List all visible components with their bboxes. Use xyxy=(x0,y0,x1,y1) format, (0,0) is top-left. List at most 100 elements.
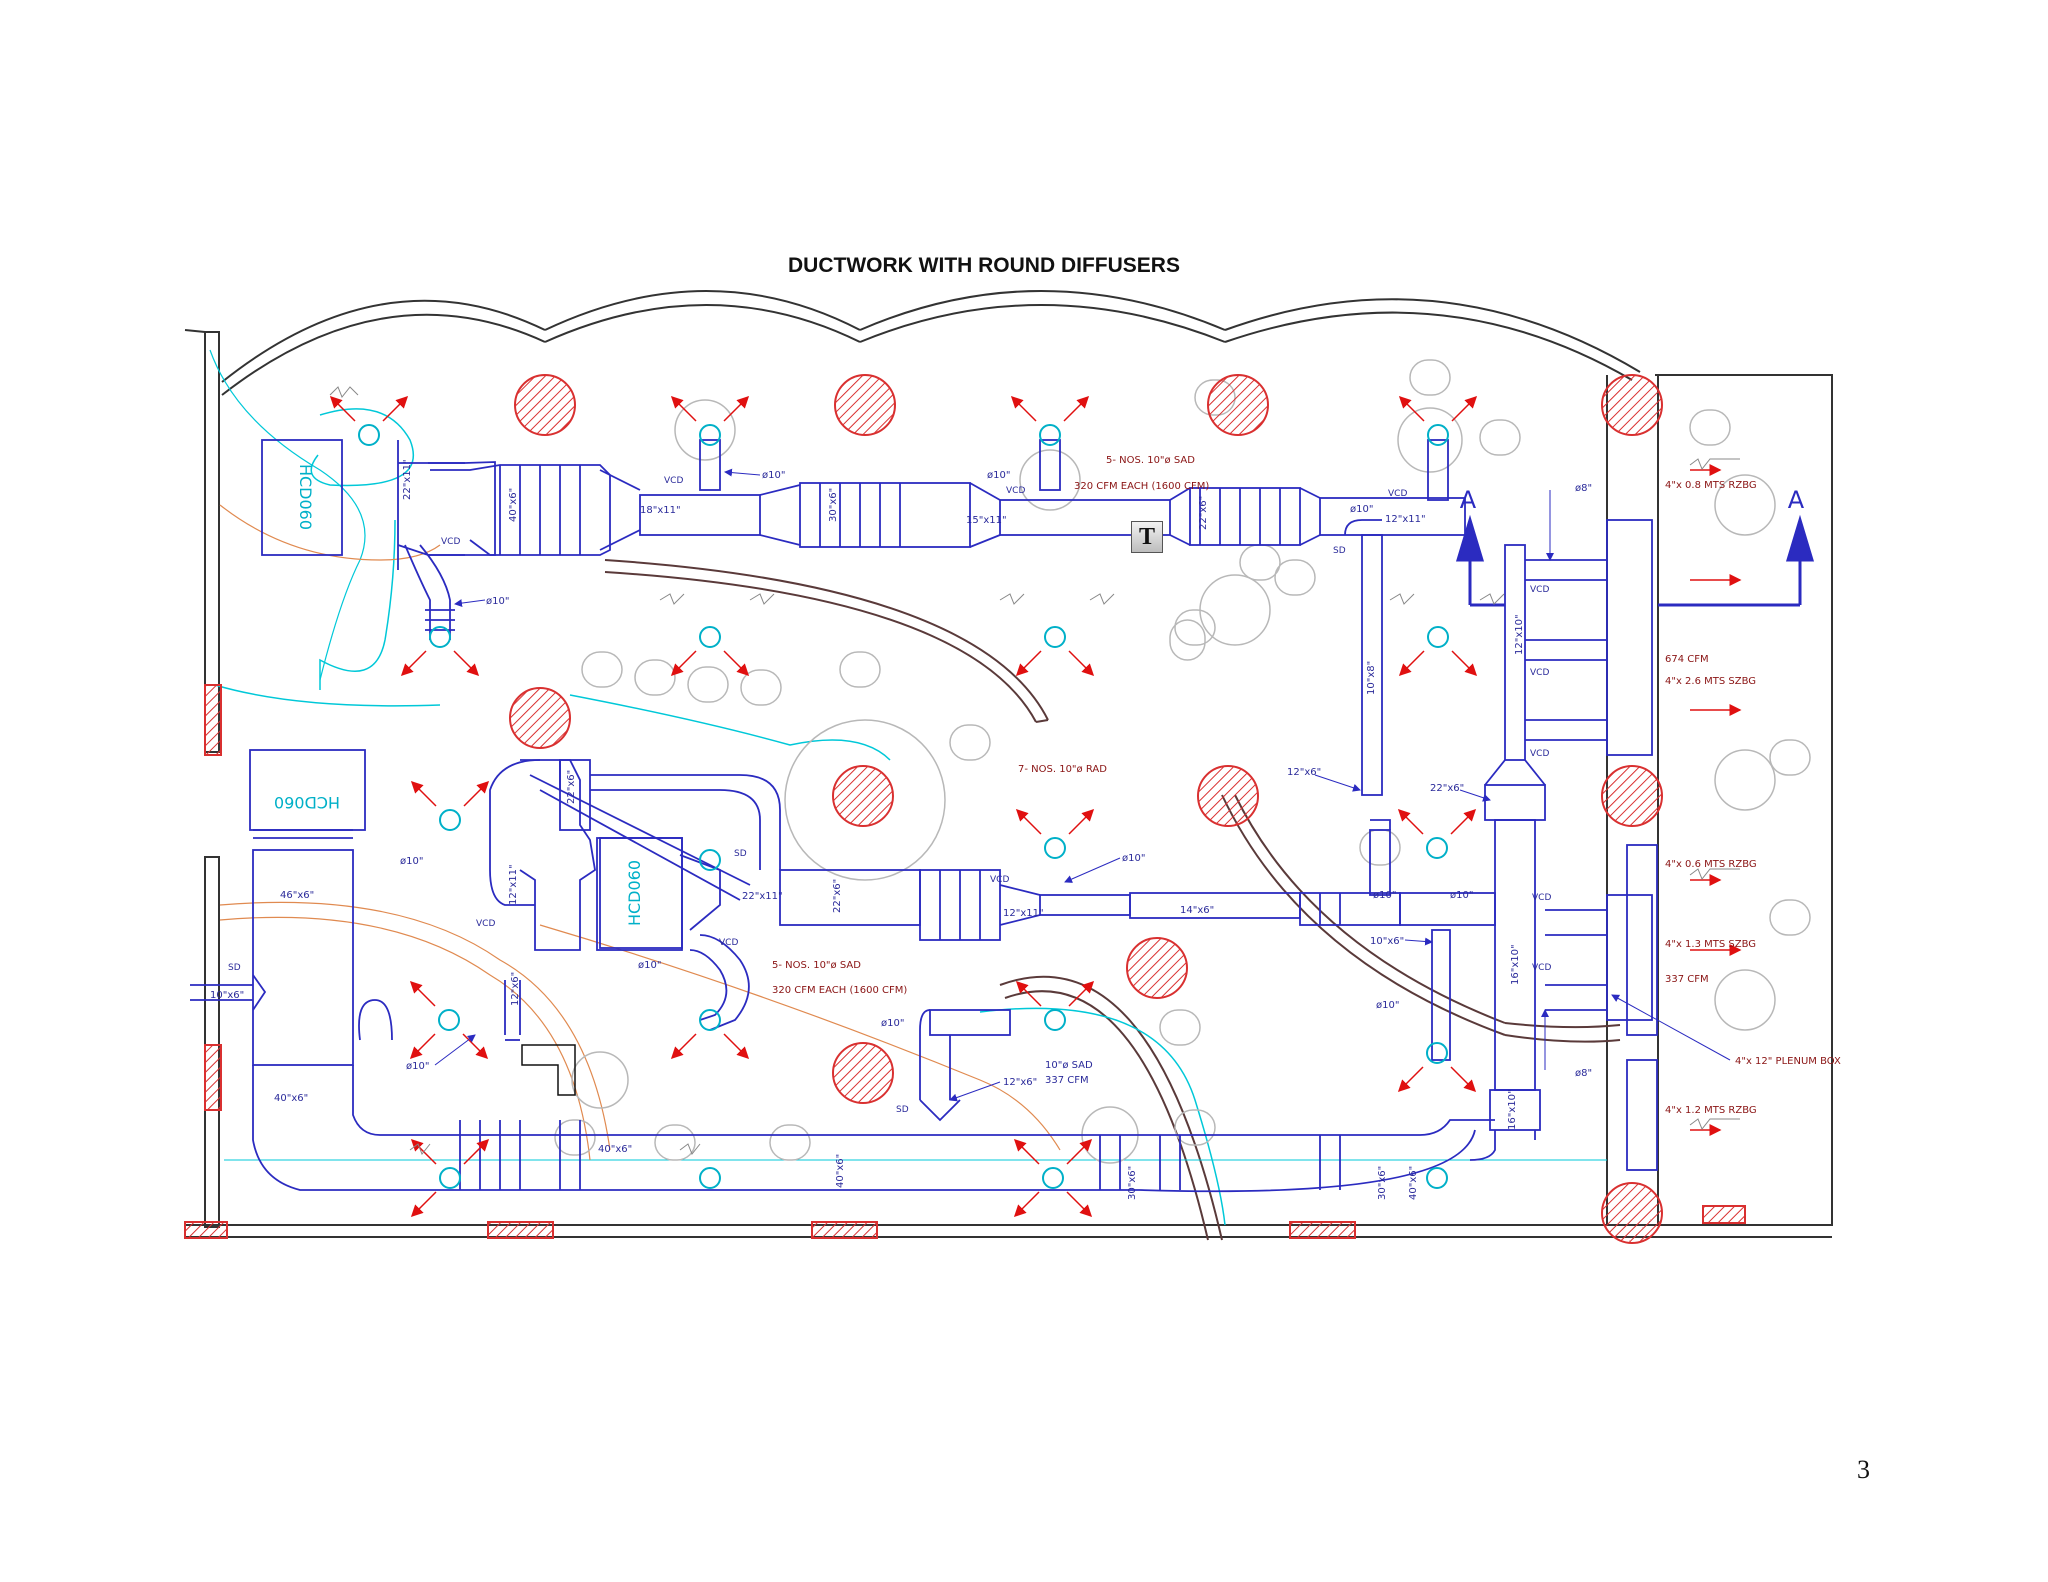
note-label: 7- NOS. 10"ø RAD xyxy=(1018,764,1107,775)
wall-column xyxy=(204,1044,222,1111)
round-diffuser xyxy=(1044,837,1066,859)
duct-size-label: 12"x11" xyxy=(1385,514,1426,525)
unit-label: HCD060 xyxy=(625,860,644,926)
ductwork xyxy=(190,439,1658,1193)
wall-column xyxy=(184,1221,228,1239)
round-diffuser xyxy=(699,424,721,446)
duct-size-label: 40"x6" xyxy=(1408,1166,1419,1200)
column xyxy=(1197,765,1259,827)
wall-column xyxy=(204,684,222,756)
round-diffuser xyxy=(438,1009,460,1031)
duct-size-label: 12"x11" xyxy=(1003,908,1044,919)
duct-size-label: 12"x6" xyxy=(1287,767,1321,778)
sd-label: SD xyxy=(1333,546,1346,556)
round-diffuser xyxy=(1044,626,1066,648)
wall-column xyxy=(1702,1205,1746,1224)
diameter-label: ø10" xyxy=(406,1061,429,1072)
air-handling-unit xyxy=(596,837,683,951)
note-label: 10"ø SAD xyxy=(1045,1060,1093,1071)
drawing-title: DUCTWORK WITH ROUND DIFFUSERS xyxy=(788,254,1180,277)
round-diffuser xyxy=(1042,1167,1064,1189)
round-diffuser xyxy=(1039,424,1061,446)
round-diffuser xyxy=(1427,424,1449,446)
duct-size-label: 12"x6" xyxy=(1003,1077,1037,1088)
duct-annotations: 22"x11" 40"x6" 18"x11" 30"x6" 15"x11" 22… xyxy=(210,455,1841,1200)
round-diffuser xyxy=(699,849,721,871)
wall-column xyxy=(487,1221,554,1239)
duct-size-label: 40"x6" xyxy=(508,488,519,522)
diameter-label: ø10" xyxy=(762,470,785,481)
vcd-label: VCD xyxy=(1532,893,1551,903)
air-flow-arrows xyxy=(329,395,1742,1218)
round-diffuser xyxy=(429,626,451,648)
section-markers xyxy=(1455,514,1815,607)
duct-size-label: 16"x10" xyxy=(1507,1089,1518,1130)
note-label: 337 CFM xyxy=(1045,1075,1089,1086)
sd-label: SD xyxy=(228,963,241,973)
grille-label: 674 CFM xyxy=(1665,654,1709,665)
duct-size-label: 40"x6" xyxy=(274,1093,308,1104)
diameter-label: ø10" xyxy=(987,470,1010,481)
diameter-label: ø8" xyxy=(1575,483,1592,494)
columns xyxy=(184,374,1746,1244)
vcd-label: VCD xyxy=(1388,489,1407,499)
column xyxy=(1126,937,1188,999)
vcd-label: VCD xyxy=(1530,749,1549,759)
round-diffuser xyxy=(358,424,380,446)
column xyxy=(832,1042,894,1104)
column xyxy=(1601,374,1663,436)
round-diffuser xyxy=(699,1167,721,1189)
grille-label: 4"x 12" PLENUM BOX xyxy=(1735,1056,1841,1067)
duct-size-label: 22"x6" xyxy=(1198,496,1209,530)
vcd-label: VCD xyxy=(1006,486,1025,496)
diameter-label: ø10" xyxy=(1376,1000,1399,1011)
diameter-label: ø10" xyxy=(638,960,661,971)
hvac-units xyxy=(249,439,683,951)
duct-size-label: 12"x6" xyxy=(510,972,521,1006)
note-label: 5- NOS. 10"ø SAD xyxy=(772,960,861,971)
unit-label: HCD060 xyxy=(296,464,315,530)
section-label: A xyxy=(1788,486,1805,514)
return-zigzags xyxy=(329,386,1740,1155)
duct-size-label: 30"x6" xyxy=(1127,1166,1138,1200)
round-diffuser xyxy=(1426,837,1448,859)
duct-size-label: 14"x6" xyxy=(1180,905,1214,916)
grille-label: 337 CFM xyxy=(1665,974,1709,985)
vcd-label: VCD xyxy=(1530,585,1549,595)
air-handling-unit xyxy=(261,439,343,556)
note-label: 320 CFM EACH (1600 CFM) xyxy=(772,985,907,996)
diameter-label: ø10" xyxy=(1450,890,1473,901)
sd-label: SD xyxy=(896,1105,909,1115)
round-diffuser xyxy=(699,1009,721,1031)
vcd-label: VCD xyxy=(1532,963,1551,973)
leader-lines xyxy=(434,468,1731,1102)
duct-size-label: 15"x11" xyxy=(966,515,1007,526)
diameter-label: ø10" xyxy=(1122,853,1145,864)
duct-size-label: 16"x10" xyxy=(1510,944,1521,985)
round-diffuser xyxy=(1044,1009,1066,1031)
air-handling-unit xyxy=(249,749,366,831)
column xyxy=(1601,1182,1663,1244)
grille-label: 4"x 0.8 MTS RZBG xyxy=(1665,480,1757,491)
diameter-label: ø10" xyxy=(881,1018,904,1029)
round-diffuser xyxy=(1426,1167,1448,1189)
duct-size-label: 40"x6" xyxy=(835,1154,846,1188)
grille-label: 4"x 1.2 MTS RZBG xyxy=(1665,1105,1757,1116)
vcd-label: VCD xyxy=(1530,668,1549,678)
vcd-label: VCD xyxy=(990,875,1009,885)
column xyxy=(514,374,576,436)
page-number: 3 xyxy=(1857,1455,1870,1484)
duct-size-label: 40"x6" xyxy=(598,1144,632,1155)
round-diffuser xyxy=(699,626,721,648)
grille-label: 4"x 1.3 MTS SZBG xyxy=(1665,939,1756,950)
text-tool-icon[interactable]: T xyxy=(1131,521,1163,553)
diameter-label: ø10" xyxy=(1350,504,1373,515)
grille-label: 4"x 2.6 MTS SZBG xyxy=(1665,676,1756,687)
grille-label: 4"x 0.6 MTS RZBG xyxy=(1665,859,1757,870)
sd-label: SD xyxy=(734,849,747,859)
note-label: 5- NOS. 10"ø SAD xyxy=(1106,455,1195,466)
diameter-label: ø8" xyxy=(1575,1068,1592,1079)
round-diffuser xyxy=(1426,1042,1448,1064)
unit-labels: HCD060 HCD060 HCD060 xyxy=(274,464,644,926)
duct-size-label: 22"x11" xyxy=(742,891,783,902)
